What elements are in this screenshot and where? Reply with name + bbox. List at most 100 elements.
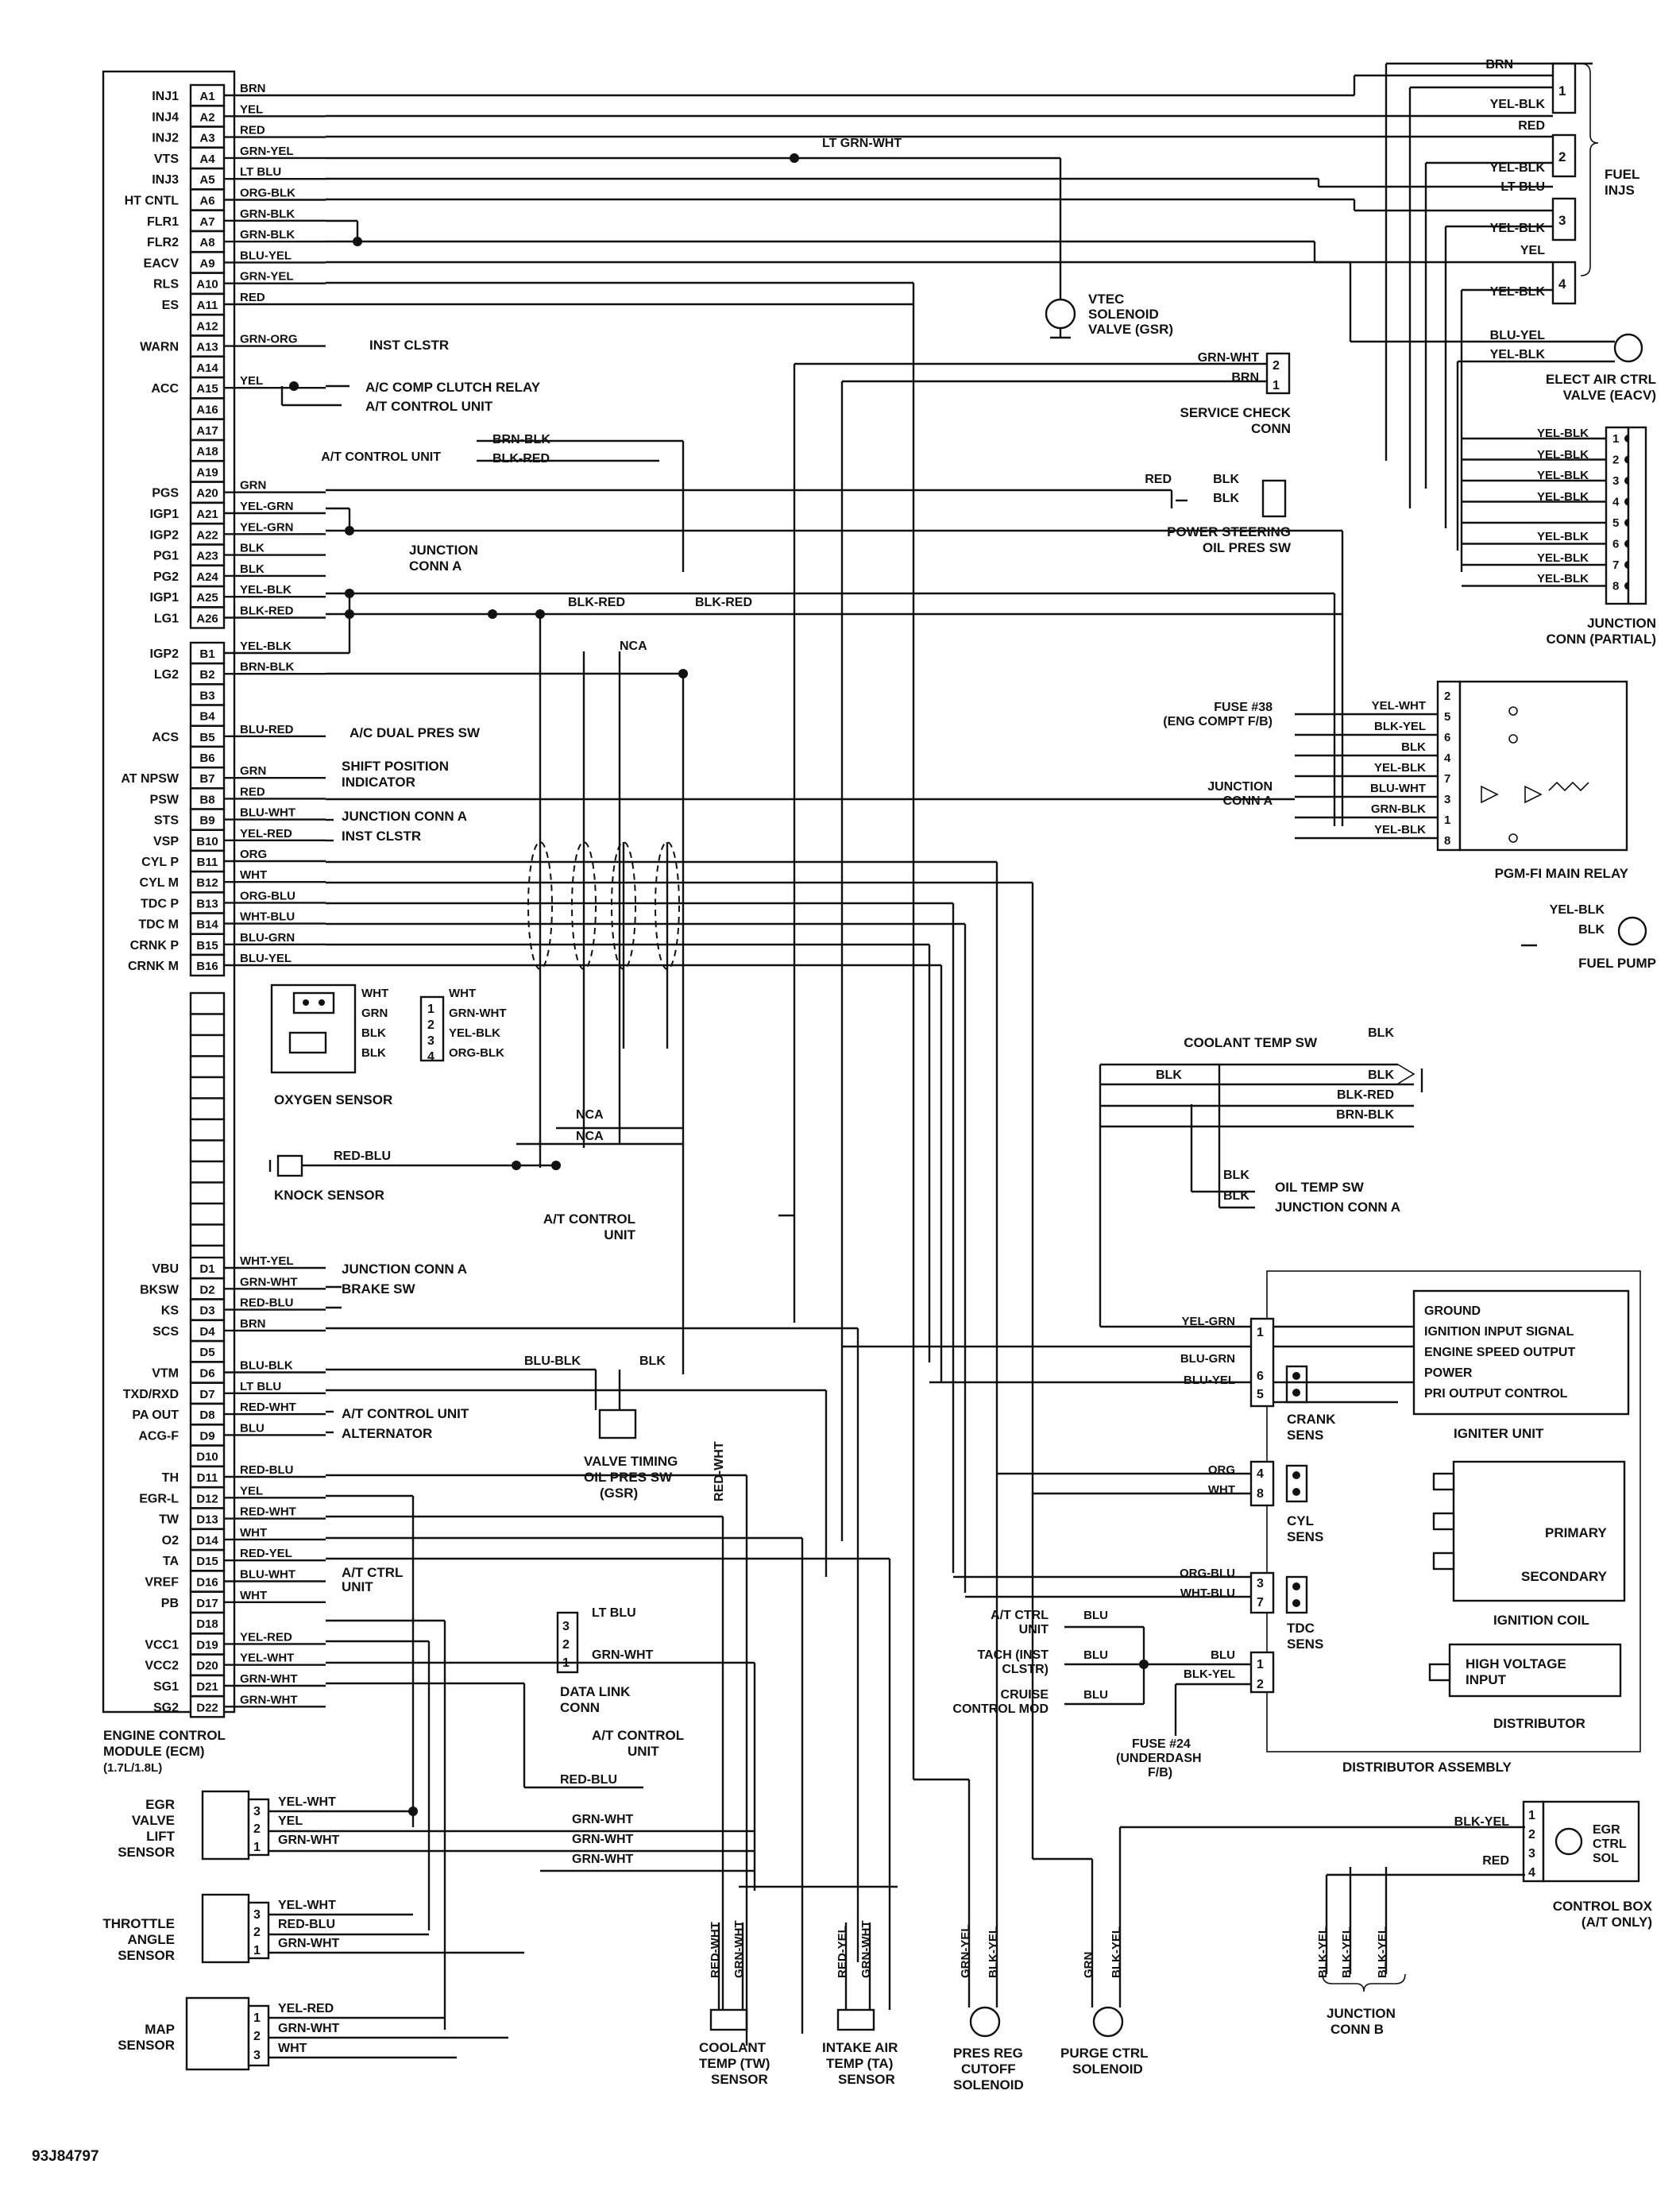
jp-wire: YEL-BLK <box>1537 551 1589 565</box>
ecm-pin-a12: A12 <box>189 314 226 337</box>
bottom-vertical-wire: GRN-YEL <box>959 1925 972 1979</box>
acc-callout-1: A/C COMP CLUTCH RELAY <box>365 380 541 395</box>
ecm-empty-pin <box>189 1076 226 1099</box>
throttle-label-3: SENSOR <box>118 1948 175 1963</box>
ecm-pin-label: D4 <box>199 1325 215 1339</box>
ecm-pin-function: INJ1 <box>152 90 179 103</box>
blk-red-label: BLK-RED <box>492 452 550 466</box>
ecm-pin-wire-color: BLU-GRN <box>240 931 295 945</box>
ecm-pin-wire-color: YEL-BLK <box>240 583 292 597</box>
ecm-pin-wire-color: GRN-YEL <box>240 145 294 158</box>
bottom-vertical-wire: BLK-YEL <box>1110 1926 1123 1978</box>
map-label-2: SENSOR <box>118 2038 175 2053</box>
injector-4-num: 4 <box>1558 276 1566 292</box>
jp-pin-num: 7 <box>1612 558 1619 572</box>
ecm-pin-label: A9 <box>199 257 214 270</box>
brn-blk-label: BRN-BLK <box>492 433 550 446</box>
ecm-pin-label: B10 <box>196 835 218 848</box>
ecm-pin-wire-color: WHT <box>240 1526 267 1540</box>
distributor-label: DISTRIBUTOR <box>1493 1716 1585 1731</box>
relay-wire: BLK-YEL <box>1374 720 1426 733</box>
svg-text:2: 2 <box>253 2030 261 2043</box>
at-ctrl-unit-mid-2: UNIT <box>604 1227 635 1242</box>
svg-text:3: 3 <box>562 1620 570 1633</box>
distributor-wire-label: BLK-YEL <box>1184 1667 1235 1681</box>
ecm-empty-pin <box>189 1139 226 1163</box>
jp-wire: YEL-BLK <box>1537 427 1589 440</box>
ecm-pin-label: A17 <box>196 424 218 438</box>
intake-sensor-2: TEMP (TA) <box>826 2056 893 2071</box>
inj-wire-4: YEL-BLK <box>1490 161 1546 175</box>
ecm-pin-label: A4 <box>199 153 215 166</box>
ecm-pin-wire-color: BLK <box>240 562 265 576</box>
ecm-pin-d18: D18 <box>189 1611 226 1635</box>
mid-gw-2: GRN-WHT <box>572 1833 634 1846</box>
injector-2-num: 2 <box>1558 149 1566 164</box>
oil-temp-wire-2: BLK <box>1223 1189 1249 1203</box>
ecm-pin-b6: B6 <box>189 745 226 769</box>
ps-wire-blk-2: BLK <box>1213 492 1239 505</box>
intake-sensor-3: SENSOR <box>838 2072 895 2087</box>
jp-wire: YEL-BLK <box>1537 572 1589 585</box>
ecm-pin-function: IGP2 <box>150 647 180 661</box>
relay-pin-num: 1 <box>1444 813 1450 827</box>
junction-b-2: CONN B <box>1330 2022 1384 2037</box>
junction-b-1: JUNCTION <box>1327 2006 1396 2021</box>
coolant-temp-sw-label: COOLANT TEMP SW <box>1184 1035 1318 1050</box>
svg-text:3: 3 <box>253 2049 261 2062</box>
ecm-pin-function: TW <box>159 1513 180 1527</box>
ecm-pin-label: A5 <box>199 173 214 187</box>
ecm-pin-function: TDC M <box>138 918 179 932</box>
ecm-pin-wire-color: LT BLU <box>240 165 281 179</box>
coolant-temp-switch: COOLANT TEMP SW BLK BLK BLK BLK-RED BRN-… <box>1156 1026 1423 1215</box>
svg-text:1: 1 <box>253 1944 261 1957</box>
ecm-pin-function: SCS <box>153 1325 179 1339</box>
oxygen-wire-label: BLK <box>361 1046 386 1060</box>
svg-text:1: 1 <box>1273 379 1280 392</box>
bottom-vertical-wire: BLK-YEL <box>1376 1926 1389 1978</box>
ecm-pin-label: D9 <box>199 1429 214 1443</box>
at-ctrl-unit-mid-1: A/T CONTROL <box>543 1211 635 1227</box>
bottom-vertical-wire: BLK-YEL <box>1340 1926 1354 1978</box>
ecm-pin-function: INJ3 <box>152 173 179 187</box>
fp-wire-2: BLK <box>1578 923 1605 937</box>
vtec-label-2: SOLENOID <box>1088 307 1159 322</box>
vsp-callout: INST CLSTR <box>342 829 421 844</box>
service-wire-1: GRN-WHT <box>1198 351 1260 365</box>
ecm-pin-wire-color: BLU-YEL <box>240 249 292 262</box>
throttle-wire-1: YEL-WHT <box>278 1899 336 1912</box>
throttle-wire-3: GRN-WHT <box>278 1937 340 1950</box>
svg-text:3: 3 <box>1528 1847 1535 1861</box>
at-control-unit5-2: UNIT <box>628 1744 659 1759</box>
ecm-pin-wire-color: YEL-RED <box>240 827 292 840</box>
ecm-pin-wire-color: YEL <box>240 102 263 116</box>
nca-label-3: NCA <box>576 1130 604 1143</box>
acc-callout-2: A/T CONTROL UNIT <box>365 399 493 414</box>
coolant-wire-5: BRN-BLK <box>1336 1108 1394 1122</box>
vtec-label-1: VTEC <box>1088 292 1124 307</box>
egr-label-3: LIFT <box>146 1829 175 1844</box>
ecm-pin-wire-color: YEL-RED <box>240 1630 292 1644</box>
ecm-pin-wire-color: GRN-WHT <box>240 1693 297 1706</box>
ecm-pin-b3: B3 <box>189 683 226 706</box>
jp-wire: YEL-BLK <box>1537 448 1589 462</box>
ecm-pin-wire-color: LT BLU <box>240 1380 281 1393</box>
ecm-pin-label: B6 <box>199 752 214 765</box>
ecm-pin-function: PA OUT <box>132 1408 179 1422</box>
ecm-empty-pin <box>189 1202 226 1226</box>
relay-wire: BLK <box>1401 740 1426 754</box>
ecm-pin-label: A16 <box>196 404 218 417</box>
fuse38-label-2: (ENG COMPT F/B) <box>1163 715 1273 728</box>
ecm-pin-label: D19 <box>196 1638 218 1652</box>
acg-callout: ALTERNATOR <box>342 1426 432 1441</box>
ecm-pin-wire-color: BLU <box>240 1421 265 1435</box>
